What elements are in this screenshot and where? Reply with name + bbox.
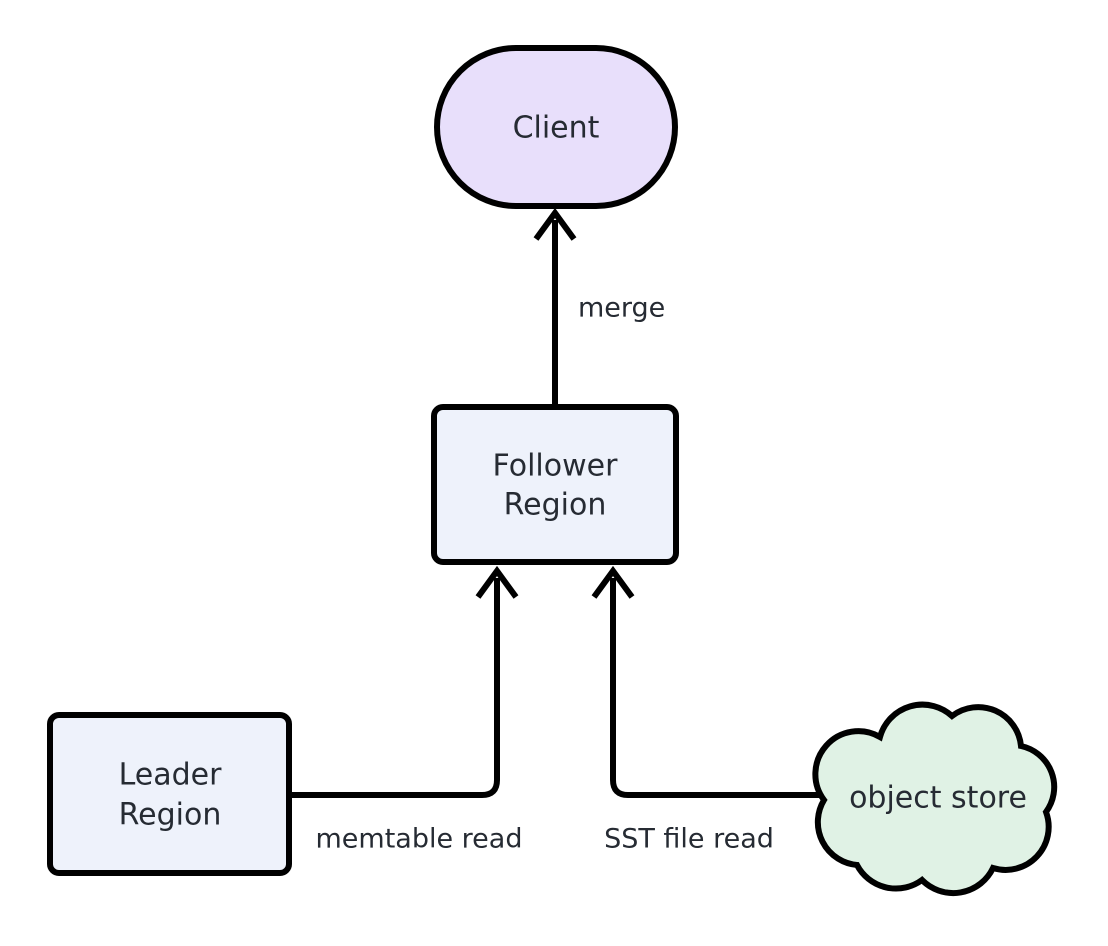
object-store-shape[interactable] (812, 701, 1058, 897)
node-object-store[interactable]: object store (812, 701, 1058, 897)
leader-region-label-line2: Region (119, 798, 222, 833)
object-store-label: object store (849, 781, 1027, 816)
node-leader-region[interactable]: Leader Region (47, 712, 292, 876)
leader-region-label-line1: Leader (119, 758, 223, 793)
edge-label-sst-file-read: SST file read (604, 824, 774, 855)
follower-region-label-line1: Follower (493, 449, 619, 484)
edge-follower-to-client (533, 207, 577, 407)
follower-region-label-line2: Region (504, 488, 607, 523)
client-label: Client (513, 111, 600, 146)
edge-leader-to-follower (289, 565, 519, 798)
follower-region-shape[interactable] (431, 404, 679, 565)
edge-label-merge: merge (578, 293, 665, 324)
edge-objectstore-to-follower-path (610, 578, 822, 798)
edge-objectstore-to-follower-arrowhead (591, 565, 635, 599)
edge-label-memtable-read: memtable read (316, 824, 523, 855)
node-follower-region[interactable]: Follower Region (431, 404, 679, 565)
edge-follower-to-client-arrowhead (533, 207, 577, 241)
leader-region-shape[interactable] (47, 712, 292, 876)
node-client[interactable]: Client (434, 45, 678, 209)
edge-leader-to-follower-path (289, 578, 500, 798)
client-shape[interactable] (434, 45, 678, 209)
edge-objectstore-to-follower (591, 565, 822, 798)
edge-leader-to-follower-arrowhead (475, 565, 519, 599)
